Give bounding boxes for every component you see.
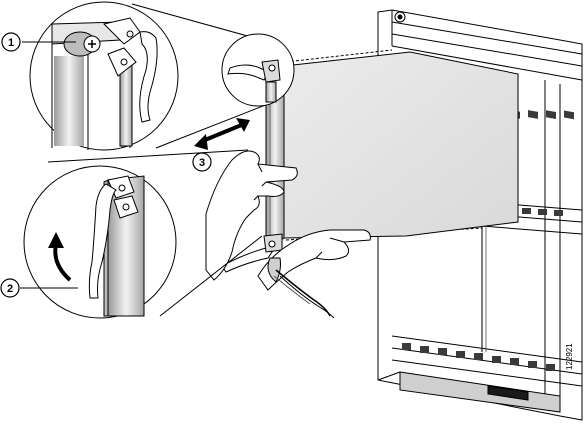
chassis-bottom-lip bbox=[377, 371, 561, 413]
callout-3-label: 3 bbox=[199, 157, 205, 169]
figure-id: 122921 bbox=[565, 343, 574, 370]
callout-1: 1 bbox=[1, 32, 76, 52]
detail-reference-circle bbox=[221, 33, 295, 107]
curved-arrow-icon bbox=[48, 232, 72, 282]
lower-hand bbox=[257, 229, 371, 291]
ejector-lever-detail-1 bbox=[103, 17, 158, 123]
ejector-lever-open bbox=[88, 175, 139, 299]
hands bbox=[205, 150, 371, 319]
esd-wrist-strap bbox=[267, 257, 335, 319]
detail-2-contents bbox=[88, 175, 145, 317]
detail-1-contents bbox=[51, 17, 158, 150]
callout-2-label: 2 bbox=[7, 283, 13, 295]
bottom-card-guide-rail bbox=[391, 335, 583, 387]
detail-view-ejector-lever bbox=[23, 149, 263, 319]
bottom-ejector-lever bbox=[221, 233, 283, 273]
detail-view-captive-screw bbox=[29, 1, 269, 151]
callout-3: 3 bbox=[192, 152, 212, 172]
callout-1-label: 1 bbox=[8, 37, 14, 49]
callout-2: 2 bbox=[0, 278, 78, 298]
double-headed-arrow-icon bbox=[194, 118, 250, 150]
upper-hand bbox=[205, 150, 298, 281]
captive-screw bbox=[63, 31, 101, 57]
